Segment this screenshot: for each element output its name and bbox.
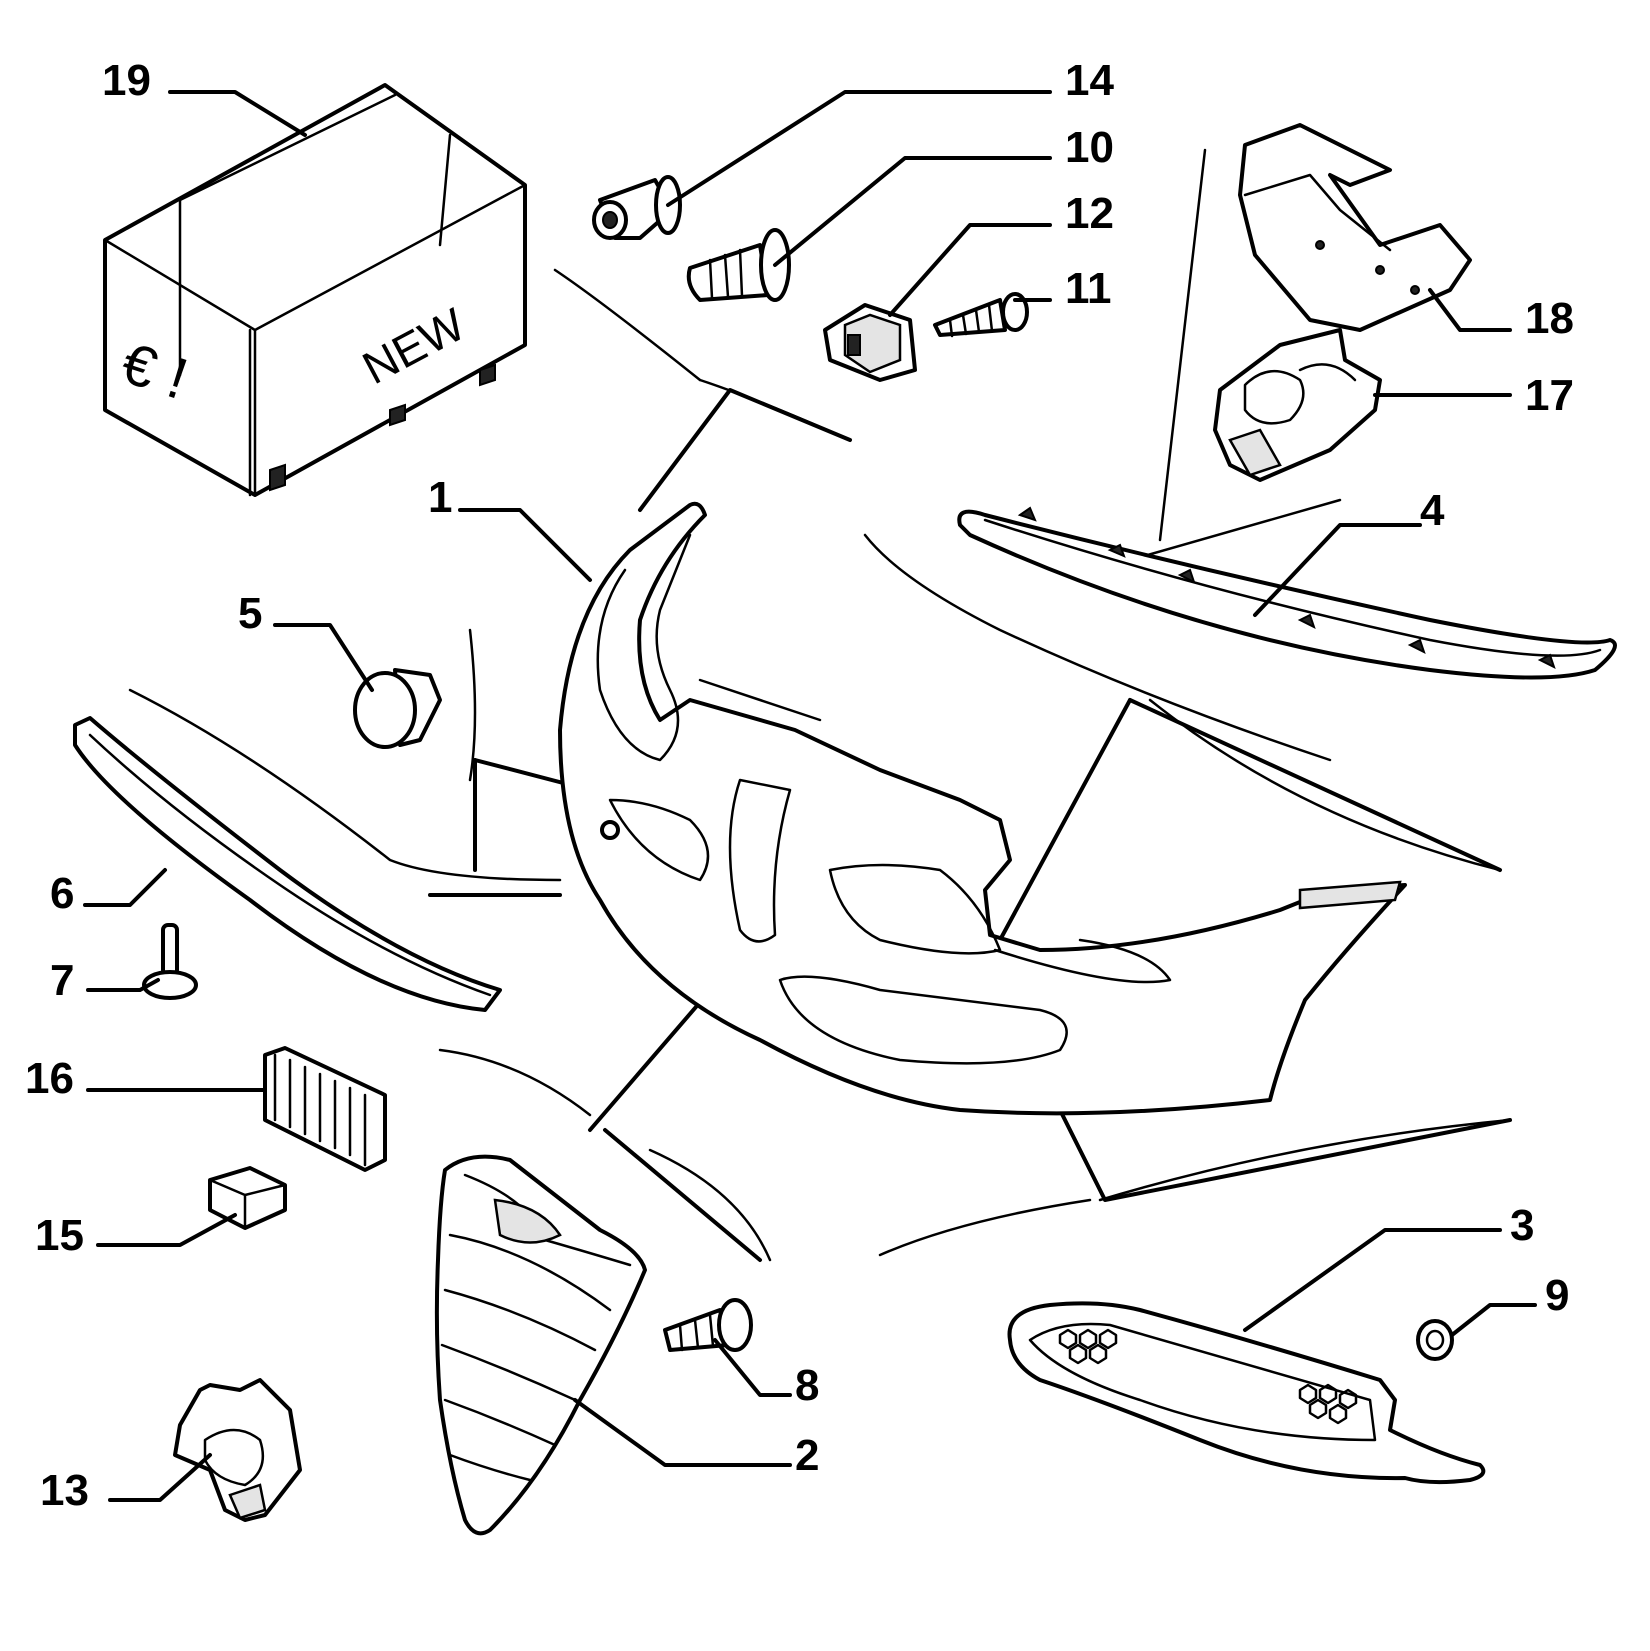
callout-7: 7	[50, 956, 74, 1005]
callout-10: 10	[1065, 123, 1114, 172]
callout-18: 18	[1525, 294, 1574, 343]
callout-leader-lines	[83, 90, 1537, 1502]
callout-8: 8	[795, 1361, 819, 1410]
callout-6: 6	[50, 869, 74, 918]
callout-15: 15	[35, 1211, 84, 1260]
part-11-screw	[933, 292, 1029, 338]
part-6-side-strip	[73, 716, 502, 1012]
callout-13: 13	[40, 1466, 89, 1515]
callout-17: 17	[1525, 371, 1574, 420]
part-7-pin	[142, 923, 198, 1000]
part-17-bracket-block	[1213, 328, 1382, 482]
callout-9: 9	[1545, 1271, 1569, 1320]
callout-5: 5	[238, 589, 262, 638]
part-3-fog-grille	[1007, 1301, 1486, 1485]
part-4-trim-strip	[957, 506, 1617, 680]
part-10-push-pin	[686, 228, 791, 302]
part-9-cap	[1416, 1319, 1454, 1361]
part-18-bracket	[1238, 123, 1472, 332]
callout-2: 2	[795, 1431, 819, 1480]
part-16-grille-insert	[263, 1046, 387, 1172]
part-8-screw	[663, 1298, 753, 1352]
part-13-mounting-bracket	[173, 1378, 302, 1522]
callout-19: 19	[102, 56, 151, 105]
part-19-crate: NEW € !	[103, 83, 527, 497]
part-5-plug-cap	[353, 668, 442, 749]
callout-4: 4	[1420, 486, 1445, 535]
part-2-side-grille	[434, 1154, 647, 1536]
part-15-clip	[208, 1166, 287, 1230]
part-14-rivet-nut	[592, 175, 682, 240]
callout-3: 3	[1510, 1201, 1534, 1250]
part-1-front-bumper	[558, 501, 1407, 1116]
callout-1: 1	[428, 473, 452, 522]
callout-14: 14	[1065, 56, 1114, 105]
callout-12: 12	[1065, 189, 1114, 238]
part-12-clip	[823, 303, 917, 382]
callout-16: 16	[25, 1054, 74, 1103]
callout-numbers: 19 14 10 12 11 18 17 4 1 5 6 7 16 15 13 …	[25, 56, 1574, 1515]
callout-11: 11	[1065, 264, 1112, 313]
